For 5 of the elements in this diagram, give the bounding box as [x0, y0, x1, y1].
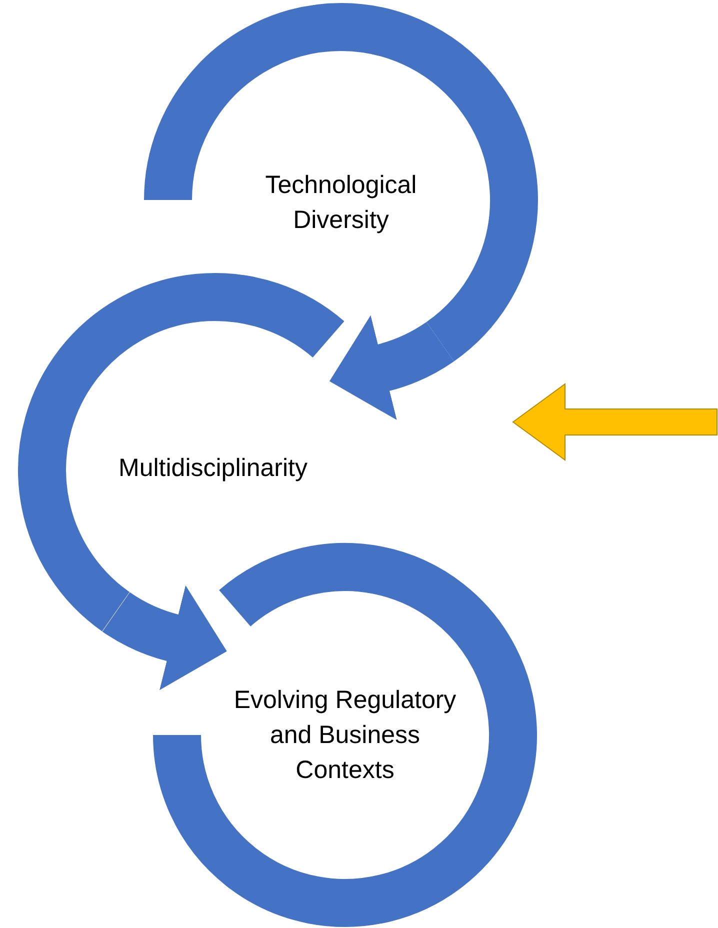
curved-arrow	[103, 586, 226, 690]
node-label: Multidisciplinarity	[118, 452, 308, 484]
node-label: Evolving Regulatory and Business Contexts	[232, 684, 458, 786]
node-label: Technological Diversity	[264, 170, 418, 236]
curved-arrow	[330, 316, 454, 420]
